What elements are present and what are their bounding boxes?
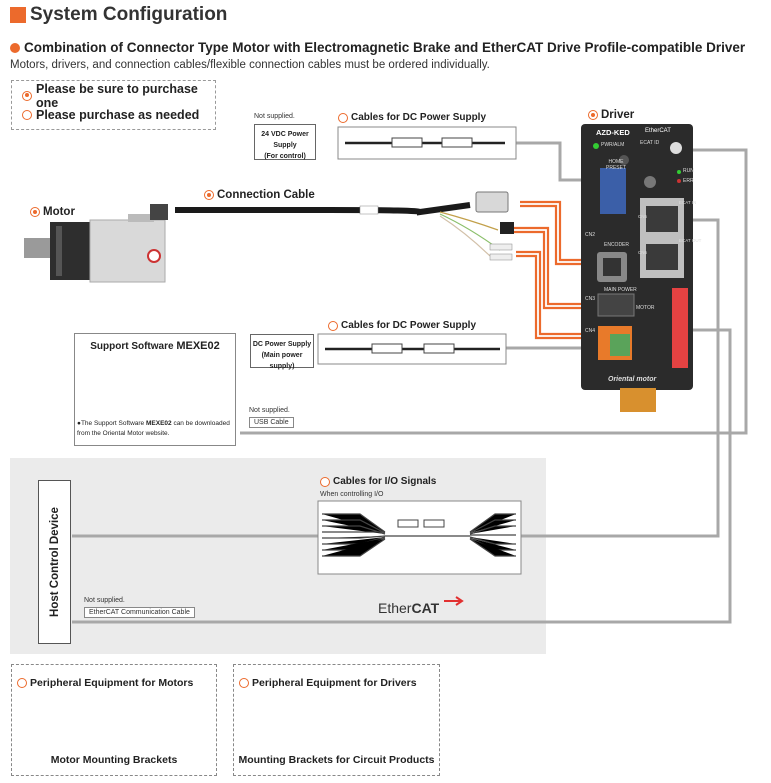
- motor-port-label: MOTOR: [636, 305, 655, 311]
- legend-box: Please be sure to purchase one Please pu…: [11, 80, 216, 130]
- optional-ring-icon: [17, 678, 27, 688]
- page-title: System Configuration: [10, 4, 227, 26]
- cn4-label: CN4: [585, 328, 596, 334]
- motor-brackets-caption: Motor Mounting Brackets: [50, 754, 178, 766]
- motor-cable-a: [512, 226, 598, 306]
- optional-ring-icon: [22, 109, 32, 120]
- bullet-icon: ●: [77, 420, 81, 427]
- home-preset-label: HOME PRESET: [606, 159, 627, 171]
- gray-cables: [72, 141, 748, 624]
- required-target-icon: [204, 190, 214, 200]
- usb-cable-line: [240, 148, 748, 435]
- host-control-device: Host Control Device: [38, 480, 71, 644]
- required-target-icon: [22, 90, 32, 101]
- driver-ethercat-label: EtherCAT: [645, 128, 671, 134]
- driver-brand-logo: Oriental motor: [608, 376, 657, 383]
- cn5-label: CN5: [638, 214, 648, 219]
- ethercat-logo: EtherCAT: [378, 600, 440, 616]
- legend-optional: Please purchase as needed: [22, 105, 205, 124]
- when-io-note: When controlling I/O: [320, 491, 384, 498]
- cn6-label: CN6: [638, 250, 648, 255]
- support-software-box: Support Software MEXE02 ●The Support Sof…: [74, 333, 236, 446]
- peripheral-motors-title: Peripheral Equipment for Motors: [17, 677, 193, 689]
- peripheral-drivers-box: Peripheral Equipment for Drivers Mountin…: [233, 664, 440, 776]
- connection-cable-label: Connection Cable: [204, 189, 315, 201]
- usb-cable-label: USB Cable: [249, 417, 294, 428]
- not-supplied-note: Not supplied.: [84, 597, 125, 604]
- cn3-label: CN3: [585, 296, 596, 302]
- legend-required: Please be sure to purchase one: [22, 82, 205, 110]
- optional-ring-icon: [239, 678, 249, 688]
- bullet-dot-icon: [10, 42, 20, 53]
- motor-label: Motor: [30, 206, 75, 218]
- cn2-label: CN2: [585, 232, 596, 238]
- ecat-id-label: ECAT ID: [640, 140, 660, 146]
- optional-ring-icon: [328, 320, 338, 331]
- brake-cable-a: [516, 250, 600, 336]
- io-cable-to-driver: [520, 218, 720, 538]
- cable-dc-top-to-driver: [516, 141, 600, 182]
- required-target-icon: [588, 110, 598, 120]
- encoder-connector-icon: [475, 191, 509, 213]
- encoder-port-label: ENCODER: [604, 242, 630, 248]
- not-supplied-note: Not supplied.: [254, 113, 295, 120]
- order-note: Motors, drivers, and connection cables/f…: [10, 59, 490, 71]
- cables-io-label: Cables for I/O Signals: [320, 476, 436, 487]
- cables-dc-mid-label: Cables for DC Power Supply: [328, 320, 476, 331]
- ecat-in-label: ECAT IN: [679, 200, 697, 205]
- optional-ring-icon: [320, 476, 330, 487]
- page-subtitle: Combination of Connector Type Motor with…: [10, 40, 745, 55]
- driver-model-label: AZD-KED: [596, 128, 630, 137]
- driver-brackets-caption: Mounting Brackets for Circuit Products: [238, 754, 435, 766]
- psu-24v-box: 24 VDC Power Supply (For control): [254, 124, 316, 160]
- connection-cable-line: [174, 202, 471, 216]
- optional-ring-icon: [338, 112, 348, 123]
- main-power-label: MAIN POWER: [604, 287, 637, 293]
- err-led-label: ERR: [683, 178, 694, 184]
- required-target-icon: [30, 207, 40, 217]
- psu-main-box: DC Power Supply (Main power supply): [250, 334, 314, 370]
- not-supplied-note: Not supplied.: [249, 407, 290, 414]
- support-software-note: ●The Support Software MEXE02 can be down…: [77, 420, 230, 437]
- driver-unit: [581, 124, 693, 412]
- ethercat-cable-line: [72, 328, 732, 624]
- cables-dc-top-label: Cables for DC Power Supply: [338, 112, 486, 123]
- ethercat-cable-label: EtherCAT Communication Cable: [84, 607, 195, 618]
- peripheral-motors-box: Peripheral Equipment for Motors Motor Mo…: [11, 664, 217, 776]
- driver-label: Driver: [588, 109, 634, 121]
- motor-connector-icon: [500, 222, 514, 234]
- orange-cables: [512, 200, 600, 340]
- support-software-title: Support Software MEXE02: [90, 340, 220, 352]
- title-square-icon: [10, 7, 26, 23]
- peripheral-drivers-title: Peripheral Equipment for Drivers: [239, 677, 417, 689]
- run-led-label: RUN: [683, 168, 694, 174]
- motor-illustration: [24, 204, 168, 283]
- pwr-alm-label: PWR/ALM: [601, 142, 625, 148]
- encoder-cable-a: [520, 200, 598, 262]
- ecat-out-label: ECAT OUT: [679, 238, 702, 243]
